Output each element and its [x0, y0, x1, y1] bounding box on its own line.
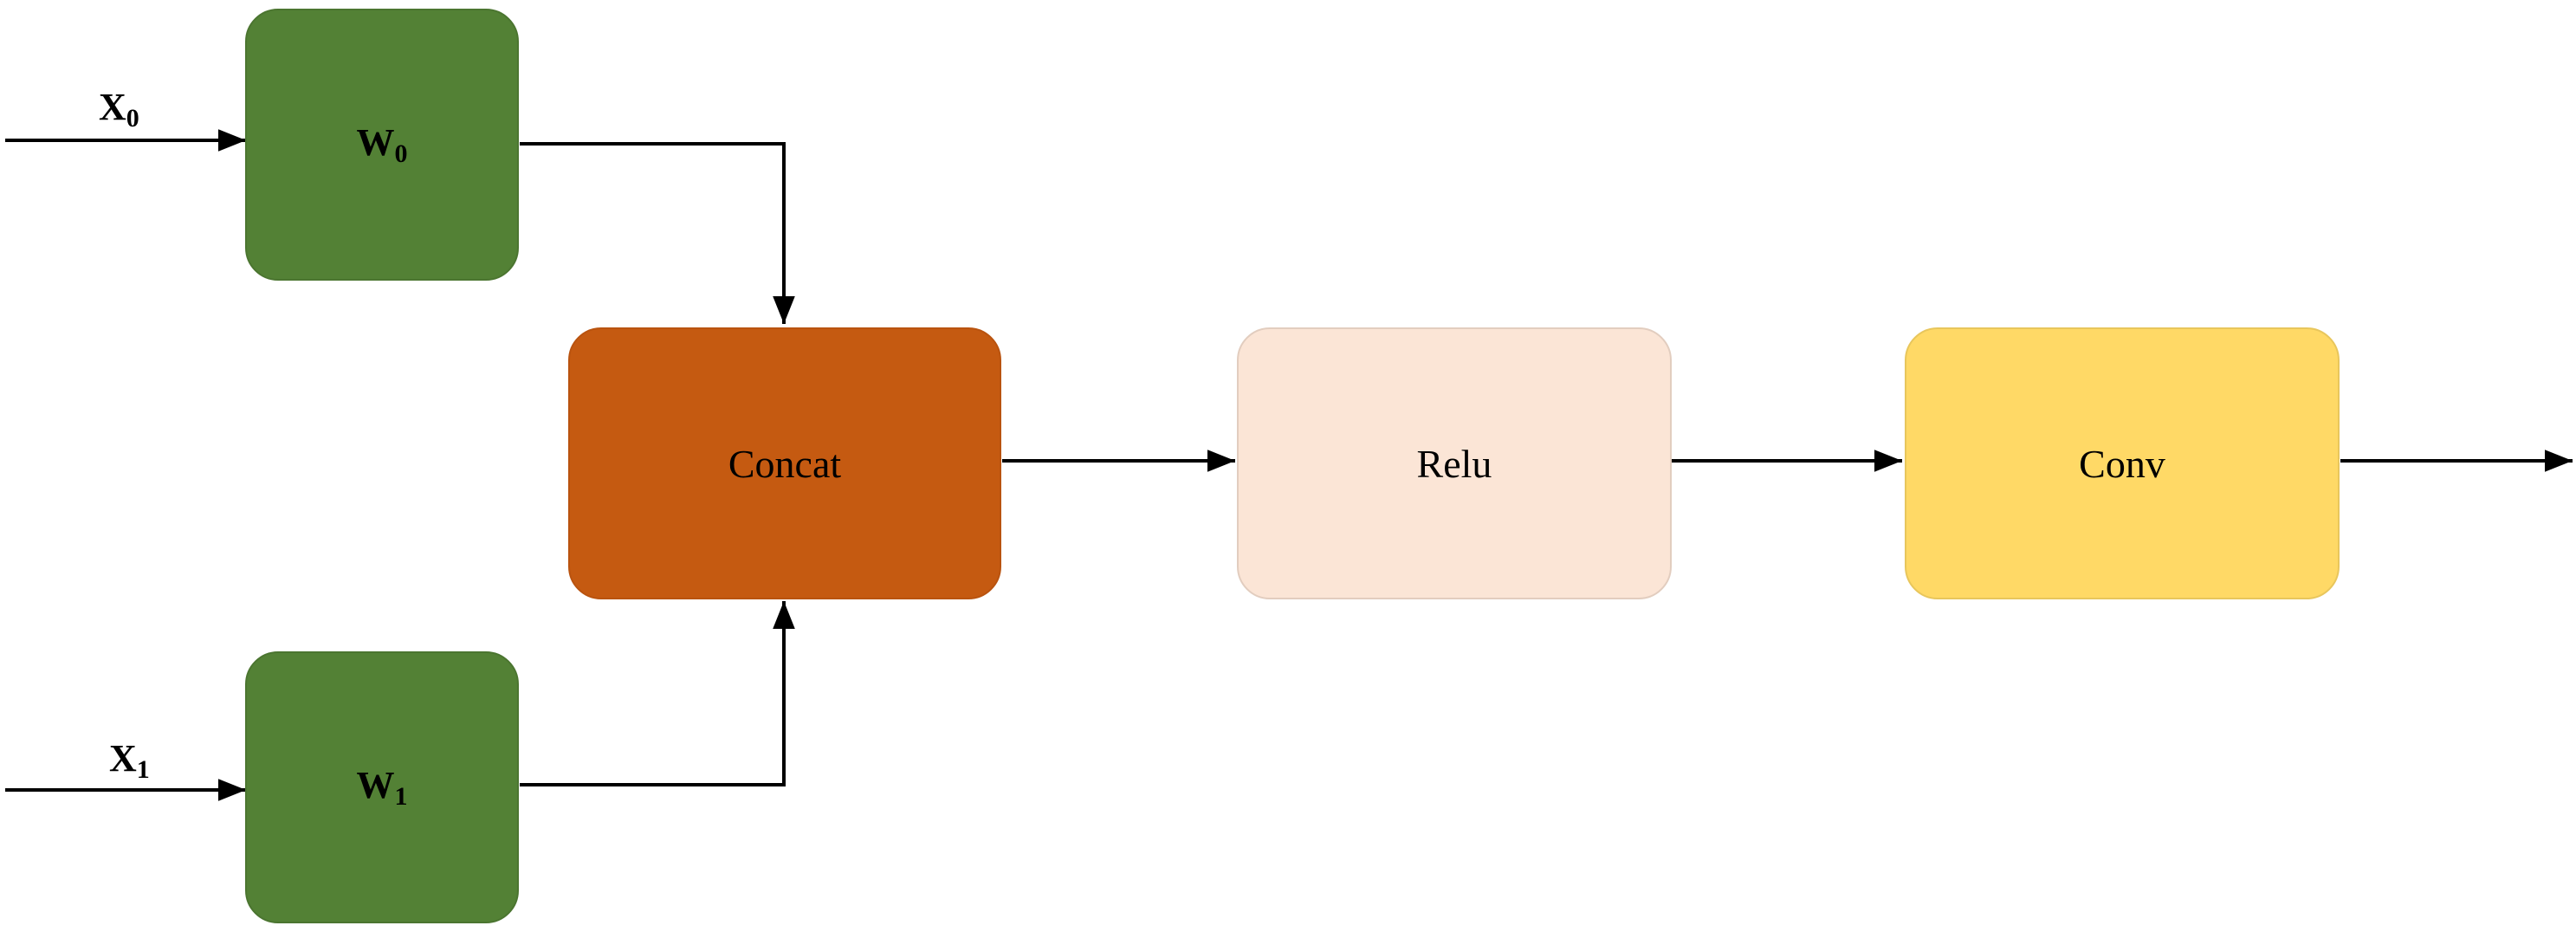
input-x0-label: X0 [99, 86, 139, 133]
node-conv-label: Conv [2079, 441, 2165, 486]
node-w0: W0 [245, 9, 519, 281]
input-x1-label: X1 [109, 737, 150, 784]
node-relu-label: Relu [1416, 441, 1492, 486]
node-conv: Conv [1905, 327, 2340, 599]
node-w1: W1 [245, 651, 519, 923]
node-concat-label: Concat [728, 441, 842, 486]
node-w1-label: W1 [356, 764, 408, 811]
edge-w1-concat [520, 601, 795, 786]
edge-w0-concat [520, 142, 795, 324]
node-w0-label: W0 [356, 121, 408, 168]
node-concat: Concat [568, 327, 1001, 599]
node-relu: Relu [1237, 327, 1672, 599]
